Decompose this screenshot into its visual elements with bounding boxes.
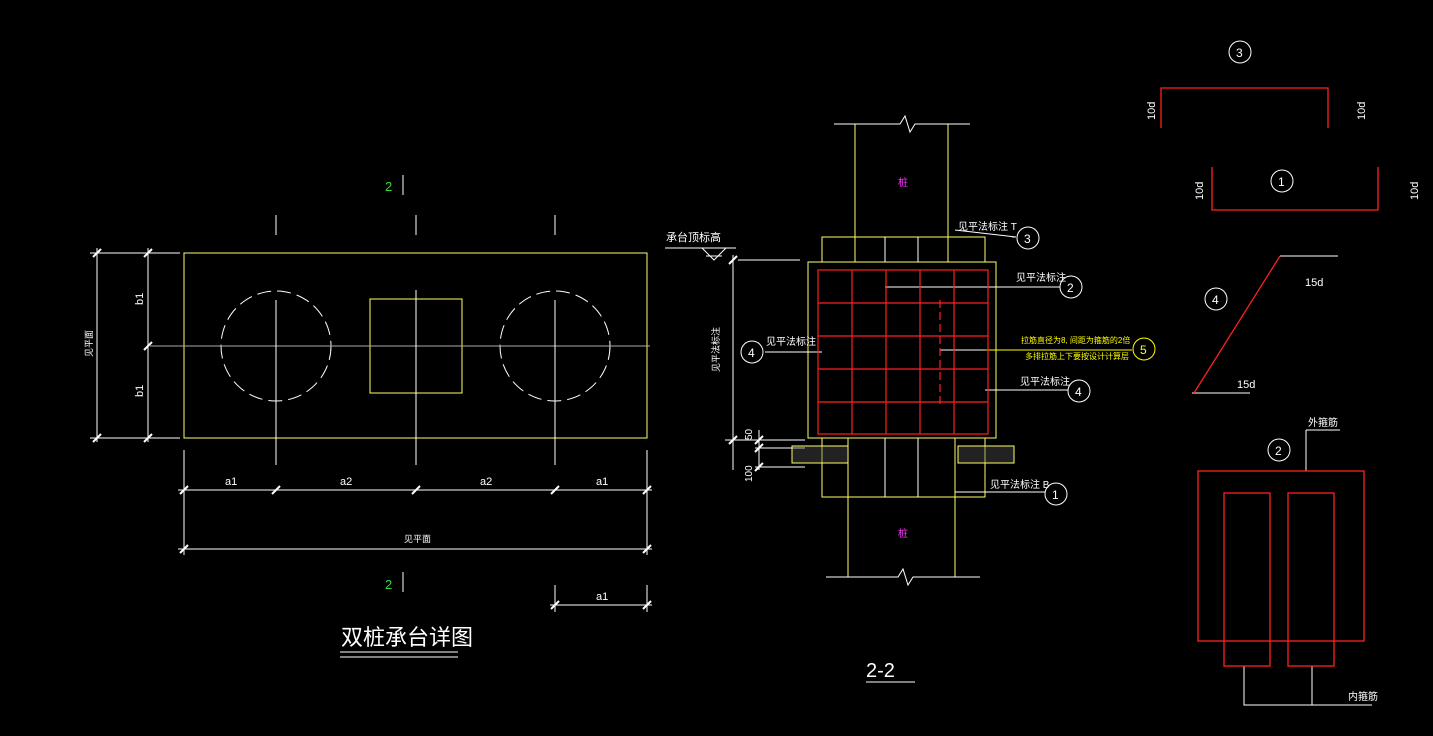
section-mark-bottom: 2 — [385, 577, 392, 592]
callout-4-left-text: 见平法标注 — [766, 335, 816, 348]
num-2: 2 — [1067, 281, 1074, 295]
detail-2-num: 2 — [1275, 444, 1282, 458]
callout-2-text: 见平法标注 — [1016, 271, 1066, 284]
pile-label-bottom: 桩 — [898, 527, 908, 540]
num-5: 5 — [1140, 343, 1147, 357]
dim-a2-right: a2 — [480, 476, 492, 488]
pile-label-top: 桩 — [898, 176, 908, 189]
section-labels: 承台顶标高 桩 桩 见平法标注 T 见平法标注 见平法标注 见平法标注 见平法标… — [666, 176, 1147, 682]
rebar-details — [1160, 40, 1379, 706]
outer-stirrup-label: 外箍筋 — [1308, 416, 1338, 429]
dim-b1-bottom: b1 — [134, 385, 146, 397]
dim-b1-top: b1 — [134, 293, 146, 305]
section-view — [665, 114, 1156, 683]
d3-hook-left: 10d — [1146, 102, 1158, 120]
note-line-1: 拉筋直径为8, 间距为箍筋的2倍 — [1021, 335, 1130, 345]
detail-4-num: 4 — [1212, 293, 1219, 307]
num-3: 3 — [1024, 232, 1031, 246]
section-mark-top: 2 — [385, 179, 392, 194]
dim-a1-left: a1 — [225, 476, 237, 488]
inner-stirrup-label: 内箍筋 — [1348, 690, 1378, 703]
dim-total-horizontal: 见平面 — [404, 534, 431, 544]
dim-total-vertical: 见平面 — [84, 330, 94, 357]
callout-3-text: 见平法标注 T — [958, 220, 1017, 233]
num-4-left: 4 — [748, 346, 755, 360]
dim-a1-bottom: a1 — [596, 591, 608, 603]
note-line-2: 多排拉筋上下要按设计计算层 — [1025, 351, 1129, 361]
num-1: 1 — [1052, 488, 1059, 502]
detail-3-num: 3 — [1236, 46, 1243, 60]
d1-hook-right: 10d — [1409, 182, 1421, 200]
dim-a2-left: a2 — [340, 476, 352, 488]
d3-hook-right: 10d — [1356, 102, 1368, 120]
plan-view — [90, 175, 652, 658]
dim-50-label: 50 — [744, 428, 755, 440]
dim-height-label: 见平法标注 — [710, 327, 721, 372]
plan-labels: 2 2 a1 a2 a2 a1 见平面 a1 b1 b1 见平面 双桩承台详图 — [84, 179, 608, 650]
d4-len-top: 15d — [1305, 277, 1323, 289]
callout-1-text: 见平法标注 B — [990, 478, 1050, 491]
detail-1-num: 1 — [1278, 175, 1285, 189]
d1-hook-left: 10d — [1194, 182, 1206, 200]
dim-100-label: 100 — [744, 465, 755, 482]
dim-a1-right: a1 — [596, 476, 608, 488]
plan-title: 双桩承台详图 — [341, 625, 473, 650]
elevation-label: 承台顶标高 — [666, 230, 721, 244]
detail-labels: 3 1 4 2 10d 10d 10d 10d 15d 15d 外箍筋 内箍筋 — [1146, 46, 1421, 703]
callout-4-right-text: 见平法标注 — [1020, 375, 1070, 388]
num-4-right: 4 — [1075, 385, 1082, 399]
d4-len-bottom: 15d — [1237, 379, 1255, 391]
section-title: 2-2 — [866, 660, 895, 682]
